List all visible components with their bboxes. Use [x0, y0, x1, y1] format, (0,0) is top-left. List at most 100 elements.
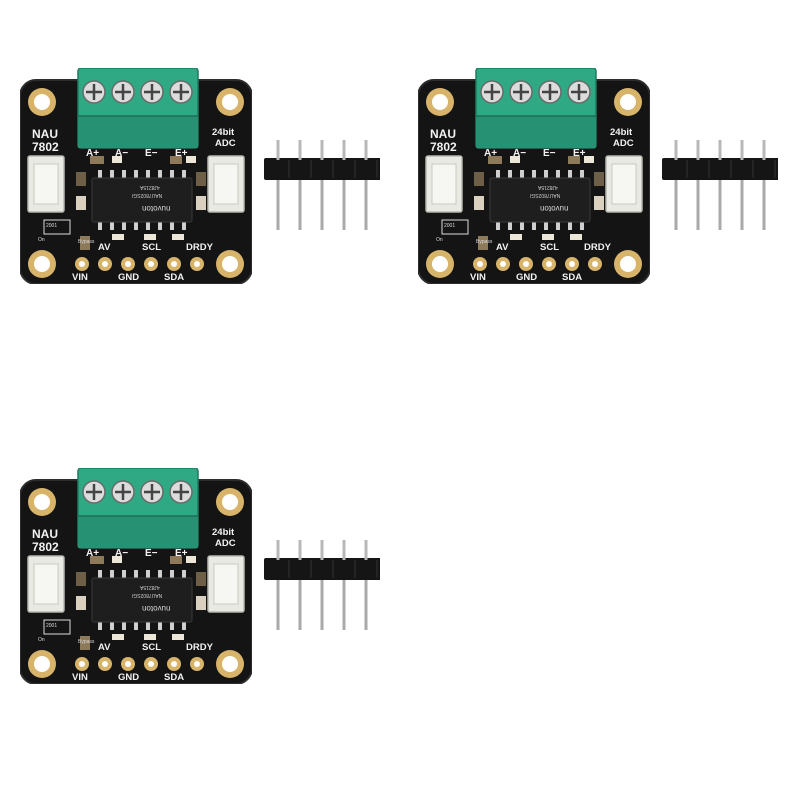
header-pin: [342, 180, 346, 230]
on-label: On: [38, 637, 45, 643]
adc-label-line1: 24bit: [212, 127, 235, 138]
nau7802-board: NAU 7802 24bit ADC A+ A− E− E+ 4J8215A N…: [418, 68, 650, 284]
adc-chip: [489, 170, 591, 230]
address-label: 2001: [46, 623, 58, 629]
header-pin: [298, 580, 302, 630]
jumper-label: Bypass: [78, 639, 95, 645]
header-pin: [364, 540, 368, 560]
header-pin: [276, 180, 280, 230]
screw-terminal-block: [475, 68, 597, 149]
header-pin: [696, 180, 700, 230]
stemma-connector-left: [425, 155, 463, 213]
on-label: On: [38, 237, 45, 243]
terminal-label: E+: [175, 548, 188, 559]
terminal-screws: [480, 80, 591, 104]
chip-marking-2: NAU7802SGI: [530, 192, 561, 198]
screw-terminal-block: [77, 468, 199, 549]
nau7802-board: NAU 7802 24bit ADC A+ A− E− E+ 4J8215A N…: [20, 468, 252, 684]
smd-components: [43, 156, 206, 250]
pin-header-pins: [662, 140, 778, 230]
terminal-label: E−: [145, 148, 158, 159]
chip-brand: nuvoton: [540, 204, 569, 213]
board-artwork: [20, 68, 252, 284]
chip-brand: nuvoton: [142, 204, 171, 213]
pin-label-sda: SDA: [164, 672, 185, 683]
jumper-label: Bypass: [476, 239, 493, 245]
header-plastic: [264, 558, 380, 580]
pin-header: [662, 140, 778, 230]
chip-marking-2: NAU7802SGI: [132, 592, 163, 598]
header-pin: [740, 180, 744, 230]
adc-label-line1: 24bit: [610, 127, 633, 138]
header-pin: [718, 180, 722, 230]
header-pin: [298, 140, 302, 160]
mounting-holes: [426, 88, 642, 278]
pin-label-gnd: GND: [118, 272, 140, 283]
board-name-line2: 7802: [430, 140, 457, 154]
header-pin: [320, 180, 324, 230]
terminal-screws: [82, 80, 193, 104]
terminal-label: A−: [115, 548, 129, 559]
mounting-holes: [28, 88, 244, 278]
header-pin: [696, 140, 700, 160]
terminal-screws: [82, 480, 193, 504]
kit-2: NAU 7802 24bit ADC A+ A− E− E+ 4J8215A N…: [408, 0, 778, 284]
header-pin: [718, 140, 722, 160]
header-pin: [740, 140, 744, 160]
chip-marking-1: 4J8215A: [538, 184, 558, 190]
header-pin: [276, 540, 280, 560]
kit-1: NAU 7802 24bit ADC A+ A− E− E+ 4J8215A N…: [10, 0, 380, 284]
terminal-label: A+: [86, 148, 100, 159]
pin-label-drdy: DRDY: [186, 642, 213, 653]
header-pin: [674, 180, 678, 230]
header-pin: [320, 580, 324, 630]
header-pin: [320, 140, 324, 160]
header-pin: [298, 180, 302, 230]
board-name-line1: NAU: [430, 127, 456, 141]
terminal-label: A−: [115, 148, 129, 159]
pin-label-vin: VIN: [72, 672, 88, 683]
board-artwork: [418, 68, 650, 284]
pin-header: [264, 140, 380, 230]
chip-marking-2: NAU7802SGI: [132, 192, 163, 198]
nau7802-board: NAU 7802 24bit ADC A+ A− E− E+ 4J8215A N…: [20, 68, 252, 284]
screw-terminal-block: [77, 68, 199, 149]
jumper-label: Bypass: [78, 239, 95, 245]
stemma-connector-left: [27, 155, 65, 213]
header-pads: [75, 657, 204, 671]
pin-label-scl: SCL: [142, 242, 161, 253]
header-pin: [674, 140, 678, 160]
stemma-connector-right: [207, 155, 245, 213]
terminal-label: A+: [484, 148, 498, 159]
pin-label-sda: SDA: [562, 272, 583, 283]
header-pin: [276, 140, 280, 160]
pin-label-scl: SCL: [540, 242, 559, 253]
chip-marking-1: 4J8215A: [140, 184, 160, 190]
adc-chip: [91, 570, 193, 630]
stemma-connector-left: [27, 555, 65, 613]
pin-label-av: AV: [98, 242, 111, 253]
board-name-line2: 7802: [32, 540, 59, 554]
pin-label-vin: VIN: [72, 272, 88, 283]
terminal-label: E+: [573, 148, 586, 159]
chip-marking-1: 4J8215A: [140, 584, 160, 590]
smd-components: [43, 556, 206, 650]
pin-label-gnd: GND: [118, 672, 140, 683]
header-pin: [762, 180, 766, 230]
board-artwork: [20, 468, 252, 684]
pin-label-av: AV: [98, 642, 111, 653]
pin-header-pins: [264, 140, 380, 230]
header-pin: [276, 580, 280, 630]
header-pin: [364, 140, 368, 160]
header-pin: [364, 180, 368, 230]
chip-brand: nuvoton: [142, 604, 171, 613]
pin-label-av: AV: [496, 242, 509, 253]
adc-chip: [91, 170, 193, 230]
address-label: 2001: [46, 223, 58, 229]
header-pin: [342, 140, 346, 160]
header-pin: [320, 540, 324, 560]
terminal-label: E−: [145, 548, 158, 559]
board-name-line1: NAU: [32, 527, 58, 541]
pin-label-vin: VIN: [470, 272, 486, 283]
pin-header: [264, 540, 380, 630]
